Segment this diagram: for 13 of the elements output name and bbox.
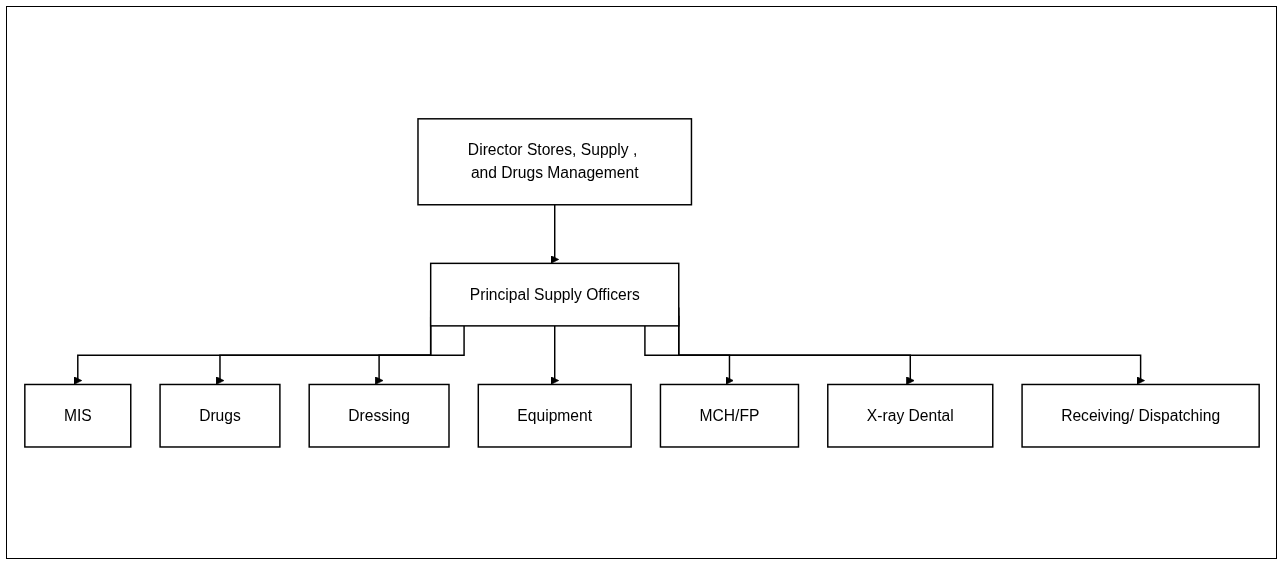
node-box: Principal Supply Officers: [429, 262, 679, 327]
node-box: MCH/FP: [659, 383, 799, 448]
node-box: Receiving/ Dispatching: [1020, 383, 1260, 448]
node-box: Drugs: [158, 383, 281, 448]
arrow: [374, 324, 465, 385]
node-box: Dressing: [307, 383, 450, 448]
node-box: X-ray Dental: [826, 383, 993, 448]
arrow: [549, 203, 559, 264]
node-box: MIS: [23, 383, 131, 448]
arrow: [643, 324, 734, 385]
node-box: Director Stores, Supply , and Drugs Management: [416, 117, 692, 206]
node-box: Equipment: [477, 383, 632, 448]
arrow: [549, 324, 559, 385]
